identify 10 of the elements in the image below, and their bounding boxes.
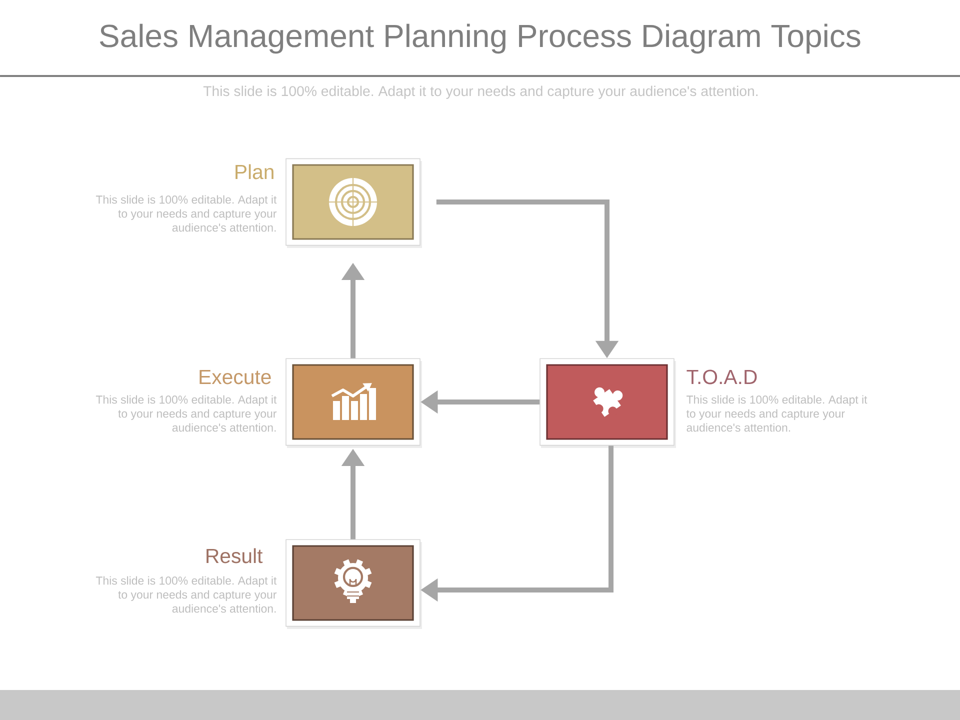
description: This slide is 100% editable. Adapt it to your needs and capture your audience's attention. — [686, 395, 868, 432]
title: Sales Management Planning Process Diagram Topics — [100, 24, 860, 54]
heading: Plan — [236, 164, 274, 180]
description: This slide is 100% editable. Adapt it to your needs and capture your audience's attention. — [96, 395, 277, 432]
description: This slide is 100% editable. Adapt it to your needs and capture your audience's attention. — [96, 576, 277, 613]
heading: Execute — [200, 370, 271, 384]
heading: T.O.A.D — [686, 370, 757, 384]
description: This slide is 100% editable. Adapt it to your needs and capture your audience's attention. — [96, 195, 277, 232]
subtitle: This slide is 100% editable. Adapt it to your needs and capture your audience's attention. — [203, 86, 758, 99]
heading: Result — [206, 548, 263, 564]
